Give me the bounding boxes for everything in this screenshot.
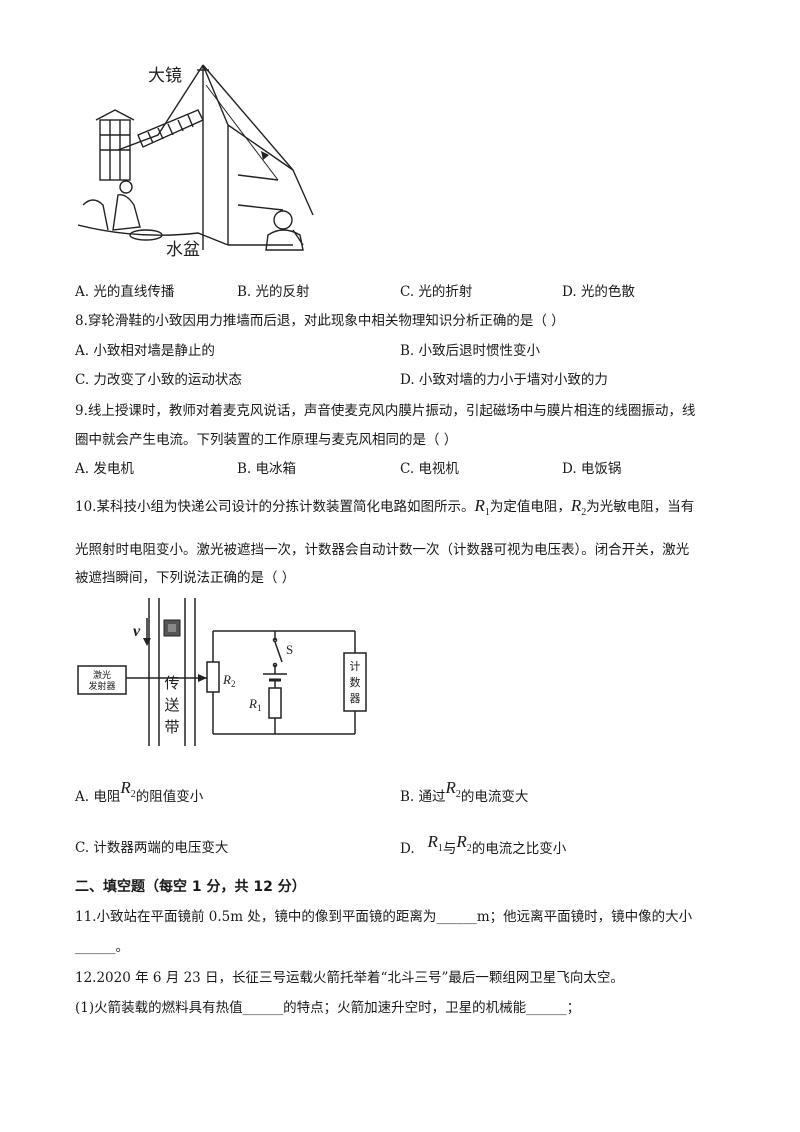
r1-symbol: R1 — [427, 832, 443, 854]
q7-option-d: D. 光的色散 — [562, 284, 635, 300]
q7-option-b: B. 光的反射 — [237, 284, 310, 300]
q10-stem-line1: 10.某科技小组为快递公司设计的分拣计数装置简化电路如图所示。R1为定值电阻，R… — [75, 496, 694, 523]
q10-stem-text-b: 为定值电阻， — [489, 499, 571, 515]
r1-label: R1 — [248, 696, 261, 713]
velocity-label: v — [133, 623, 141, 640]
q10-stem-text-a: 10.某科技小组为快递公司设计的分拣计数装置简化电路如图所示。 — [75, 499, 475, 515]
section-title: 二、填空题（每空 1 分，共 12 分） — [75, 879, 306, 895]
counter-label-3: 器 — [350, 692, 361, 705]
r2-symbol: R2 — [570, 496, 587, 518]
circuit-diagram: 激光 发射器 v 传 送 带 R2 R1 S 计 数 器 — [77, 598, 367, 746]
q10-stem-line2: 光照射时电阻变小。激光被遮挡一次，计数器会自动计数一次（计数器可视为电压表）。闭… — [75, 542, 690, 558]
q8-option-b: B. 小致后退时惯性变小 — [400, 343, 541, 359]
laser-emitter-label-2: 发射器 — [88, 680, 115, 692]
q10-option-a: A. 电阻R2的阻值变小 — [75, 778, 204, 805]
q8-stem: 8.穿轮滑鞋的小致因用力推墙而后退，对此现象中相关物理知识分析正确的是（ ） — [75, 313, 565, 329]
counter-label-2: 数 — [350, 676, 361, 689]
r2-symbol: R2 — [456, 832, 472, 854]
q9-option-c: C. 电视机 — [400, 461, 459, 477]
q10-option-d: D. R1与R2的电流之比变小 — [400, 832, 567, 857]
q9-option-b: B. 电冰箱 — [237, 461, 297, 477]
r2-label: R2 — [222, 672, 235, 689]
basin-label: 水盆 — [166, 240, 200, 260]
q8-option-c: C. 力改变了小致的运动状态 — [75, 372, 242, 388]
q12-part1: (1)火箭装载的燃料具有热值______的特点；火箭加速升空时，卫星的机械能__… — [75, 1000, 581, 1016]
r1-symbol: R1 — [474, 496, 490, 518]
counter-label-1: 计 — [350, 660, 361, 673]
q9-stem-line2: 圈中就会产生电流。下列装置的工作原理与麦克风相同的是（ ） — [75, 432, 458, 448]
q10-stem-line3: 被遮挡瞬间，下列说法正确的是（ ） — [75, 570, 296, 586]
r2-symbol: R2 — [120, 778, 136, 800]
q11-line2: ______。 — [75, 939, 129, 955]
q7-option-c: C. 光的折射 — [400, 284, 473, 300]
switch-label: S — [286, 642, 293, 657]
mirror-label: 大镜 — [148, 66, 182, 86]
q11-line1: 11.小致站在平面镜前 0.5m 处，镜中的像到平面镜的距离为______m；他… — [75, 909, 693, 925]
belt-label-2: 送 — [164, 696, 179, 714]
r2-symbol: R2 — [445, 778, 461, 800]
q7-option-a: A. 光的直线传播 — [75, 284, 175, 300]
q9-option-a: A. 发电机 — [75, 461, 134, 477]
belt-label-3: 带 — [164, 718, 179, 736]
q10-stem-text-c: 为光敏电阻，当有 — [586, 499, 695, 515]
q9-option-d: D. 电饭锅 — [562, 461, 622, 477]
belt-label-1: 传 — [164, 674, 179, 692]
periscope-illustration: 大镜 水盆 — [78, 64, 314, 260]
q9-stem-line1: 9.线上授课时，教师对着麦克风说话，声音使麦克风内膜片振动，引起磁场中与膜片相连… — [75, 403, 696, 419]
q12-stem: 12.2020 年 6 月 23 日，长征三号运载火箭托举着“北斗三号”最后一颗… — [75, 970, 624, 986]
q8-option-d: D. 小致对墙的力小于墙对小致的力 — [400, 372, 608, 388]
q10-option-b: B. 通过R2的电流变大 — [400, 778, 529, 805]
q8-option-a: A. 小致相对墙是静止的 — [75, 343, 215, 359]
q10-option-c: C. 计数器两端的电压变大 — [75, 840, 229, 856]
laser-emitter-label-1: 激光 — [93, 669, 111, 681]
